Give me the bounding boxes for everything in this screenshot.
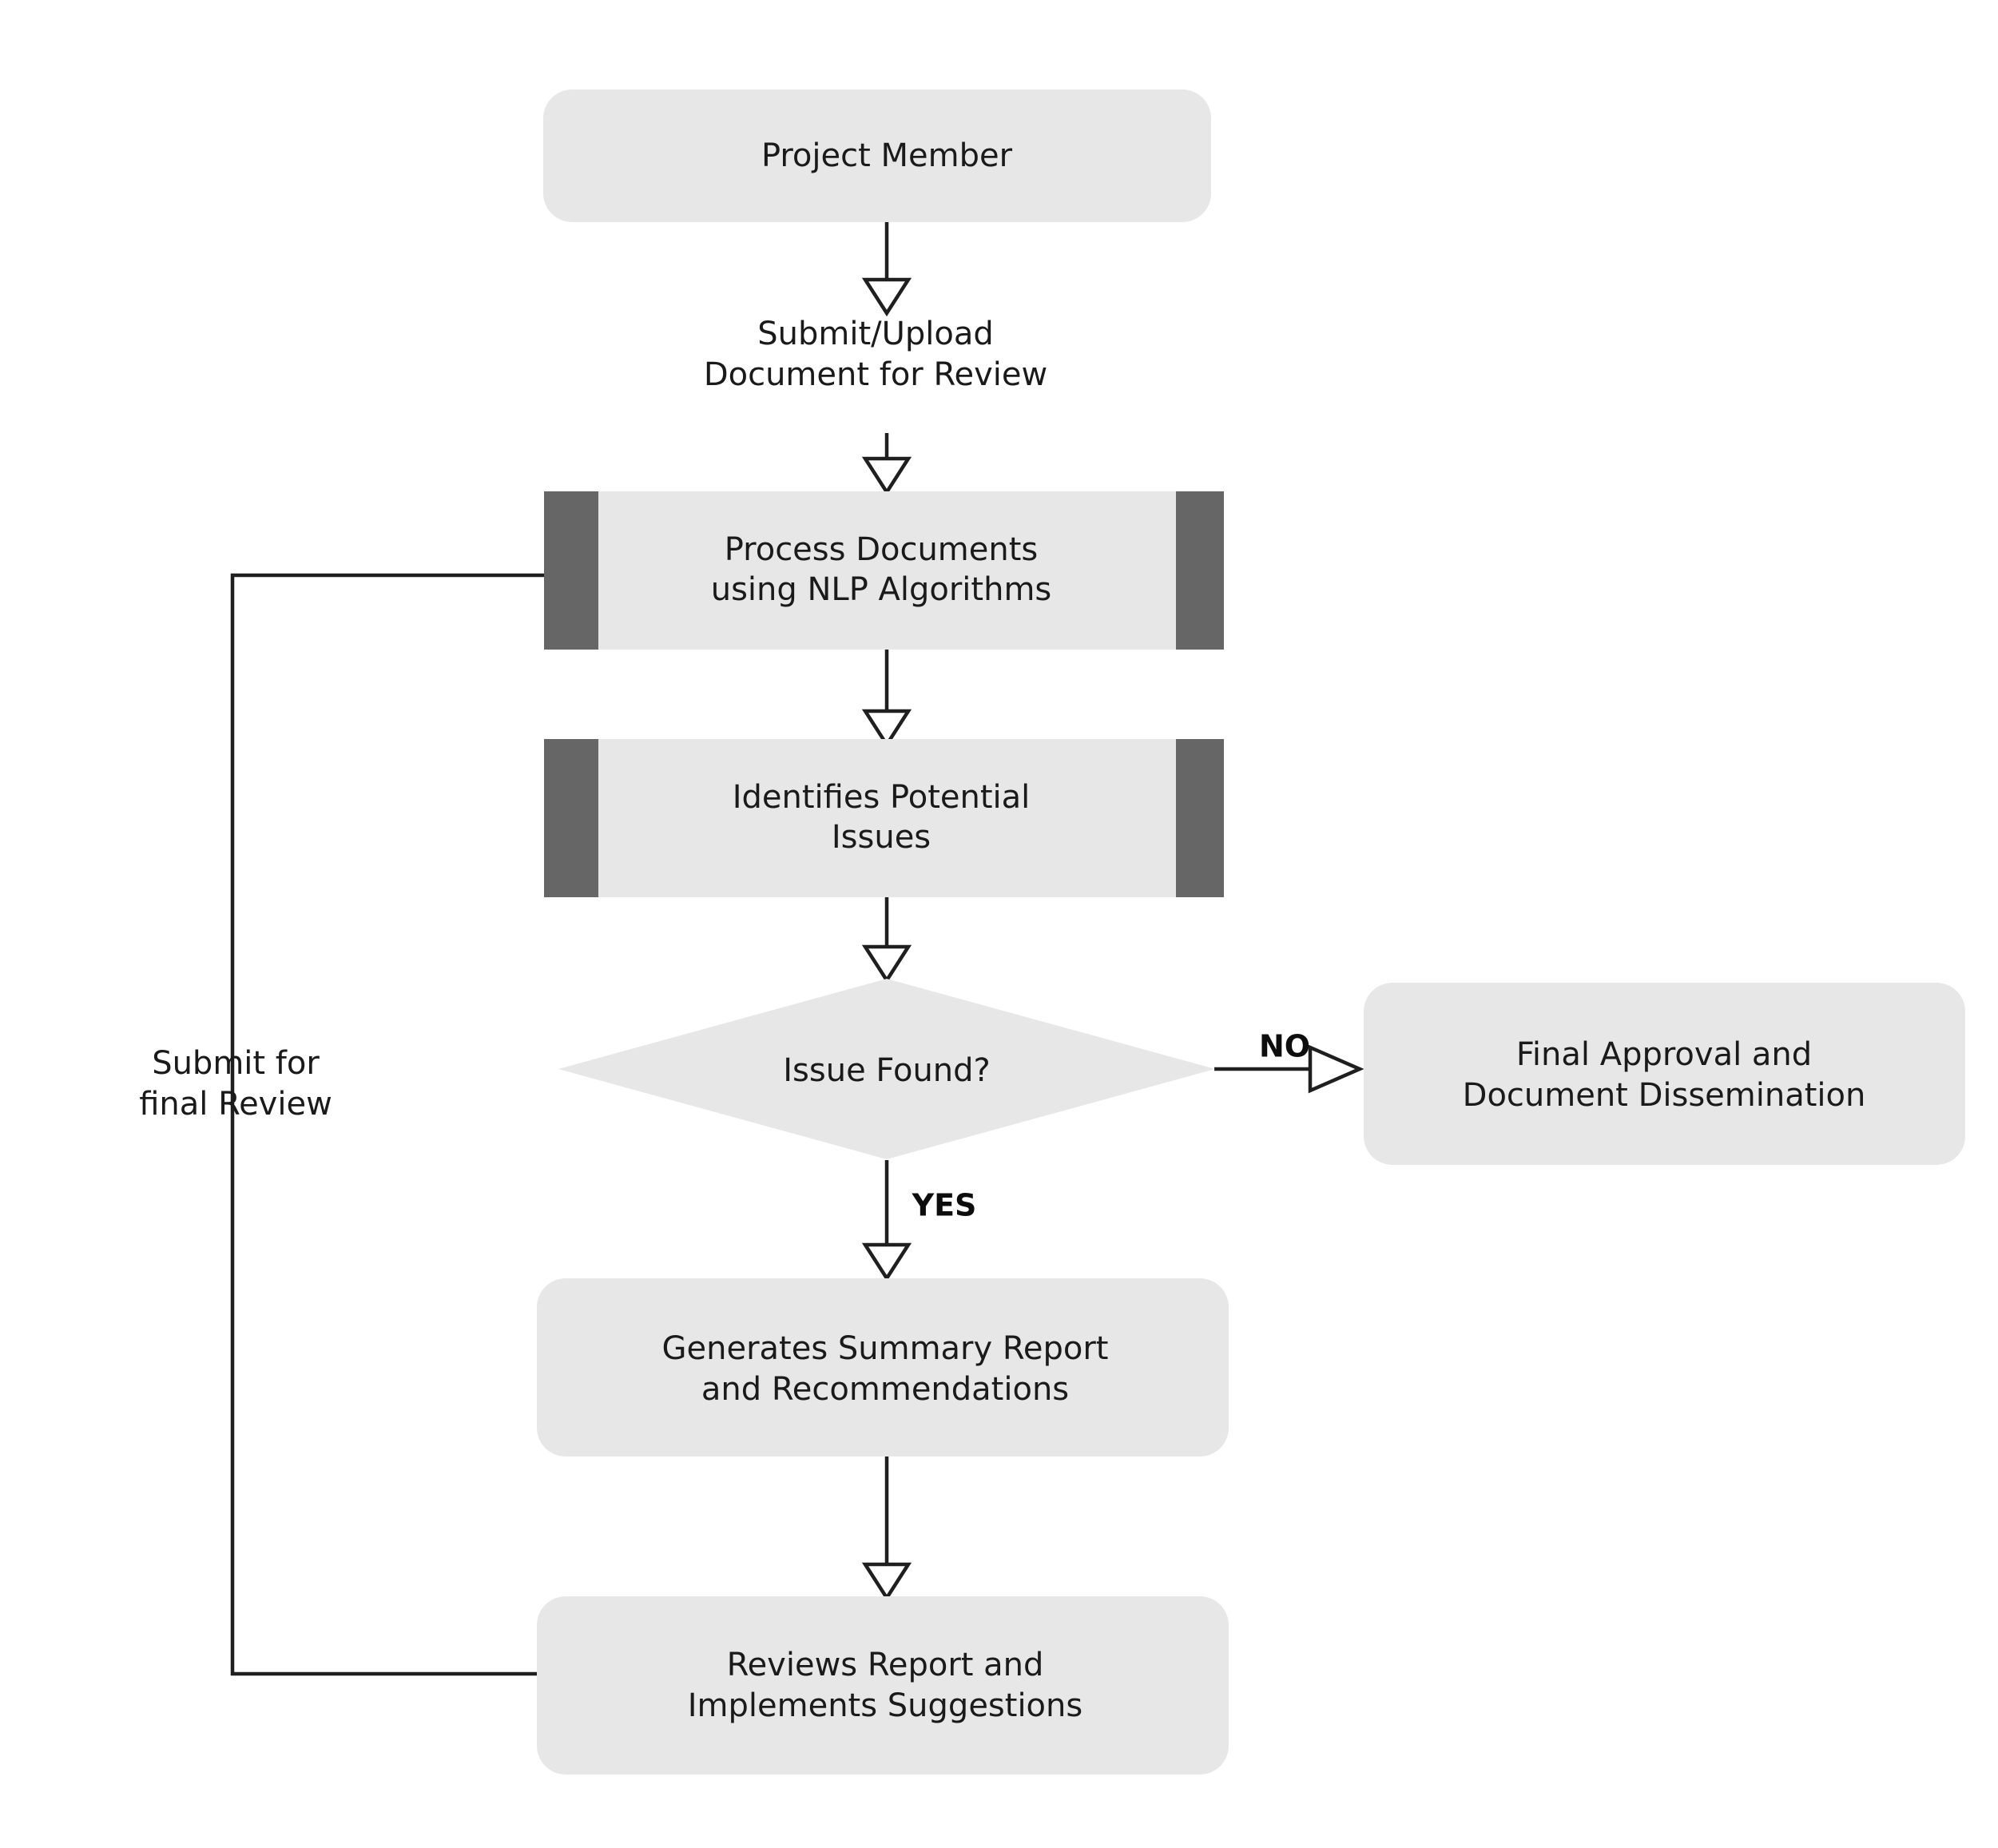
node-final-approval-shape[interactable] xyxy=(1364,983,1965,1165)
edge-label-no: NO xyxy=(1259,1029,1310,1064)
node-identifies-issues-label-line2: Issues xyxy=(832,819,931,856)
node-issue-found[interactable]: Issue Found? xyxy=(558,979,1215,1159)
edge-summary-to-review xyxy=(861,1457,912,1602)
edge-submit-final-review-path xyxy=(230,573,544,1676)
edge-label-submit-final-review-line2: final Review xyxy=(139,1086,332,1123)
node-project-member-shape[interactable] xyxy=(543,89,1211,222)
node-identifies-issues[interactable]: Identifies Potential Issues xyxy=(544,739,1224,897)
node-process-documents-left-bar xyxy=(544,491,598,650)
node-generates-summary-label-line1: Generates Summary Report xyxy=(662,1330,1109,1367)
arrow-head-icon xyxy=(861,709,912,749)
edge-yes xyxy=(861,1160,912,1282)
edge-identify-to-decision xyxy=(861,897,912,984)
node-reviews-report-shape[interactable] xyxy=(537,1596,1229,1774)
node-generates-summary-label-line2: and Recommendations xyxy=(701,1371,1069,1408)
node-reviews-report[interactable]: Reviews Report and Implements Suggestion… xyxy=(537,1596,1229,1774)
node-process-documents-right-bar xyxy=(1176,491,1224,650)
node-reviews-report-label-line1: Reviews Report and xyxy=(727,1647,1044,1683)
node-identifies-issues-shape[interactable] xyxy=(544,739,1224,897)
arrow-head-icon xyxy=(861,456,912,496)
node-identifies-issues-left-bar xyxy=(544,739,598,897)
edge-label-submit-final-review-line1: Submit for xyxy=(152,1045,320,1082)
edge-label-submit-upload-line2: Document for Review xyxy=(704,356,1047,393)
edge-no xyxy=(1214,1044,1364,1094)
node-identifies-issues-right-bar xyxy=(1176,739,1224,897)
arrow-head-icon xyxy=(1308,1044,1364,1094)
node-generates-summary-shape[interactable] xyxy=(537,1278,1229,1457)
node-identifies-issues-label-line1: Identifies Potential xyxy=(733,779,1031,816)
edge-label-submit-upload: Submit/Upload Document for Review xyxy=(704,316,1047,393)
node-process-documents[interactable]: Process Documents using NLP Algorithms xyxy=(544,491,1224,650)
arrow-head-icon xyxy=(861,944,912,984)
arrow-head-icon xyxy=(861,1242,912,1282)
edge-submit-upload xyxy=(861,222,912,496)
node-project-member[interactable]: Project Member xyxy=(543,89,1211,222)
edge-process-to-identify xyxy=(861,650,912,749)
edge-submit-final-review xyxy=(230,573,544,1676)
node-issue-found-label: Issue Found? xyxy=(783,1052,991,1089)
node-process-documents-label-line2: using NLP Algorithms xyxy=(711,571,1052,608)
edge-label-submit-final-review: Submit for final Review xyxy=(139,1045,332,1123)
arrow-head-icon xyxy=(861,1562,912,1602)
node-reviews-report-label-line2: Implements Suggestions xyxy=(688,1687,1082,1724)
node-process-documents-shape[interactable] xyxy=(544,491,1224,650)
node-final-approval[interactable]: Final Approval and Document Disseminatio… xyxy=(1364,983,1965,1165)
node-final-approval-label-line2: Document Dissemination xyxy=(1463,1077,1866,1114)
node-generates-summary[interactable]: Generates Summary Report and Recommendat… xyxy=(537,1278,1229,1457)
node-issue-found-shape[interactable] xyxy=(558,979,1215,1159)
edge-label-yes: YES xyxy=(912,1188,977,1223)
edge-label-submit-upload-line1: Submit/Upload xyxy=(757,316,994,352)
node-final-approval-label-line1: Final Approval and xyxy=(1516,1036,1812,1073)
node-process-documents-label-line1: Process Documents xyxy=(725,531,1039,568)
node-project-member-label: Project Member xyxy=(761,137,1013,174)
arrow-head-icon xyxy=(861,277,912,317)
